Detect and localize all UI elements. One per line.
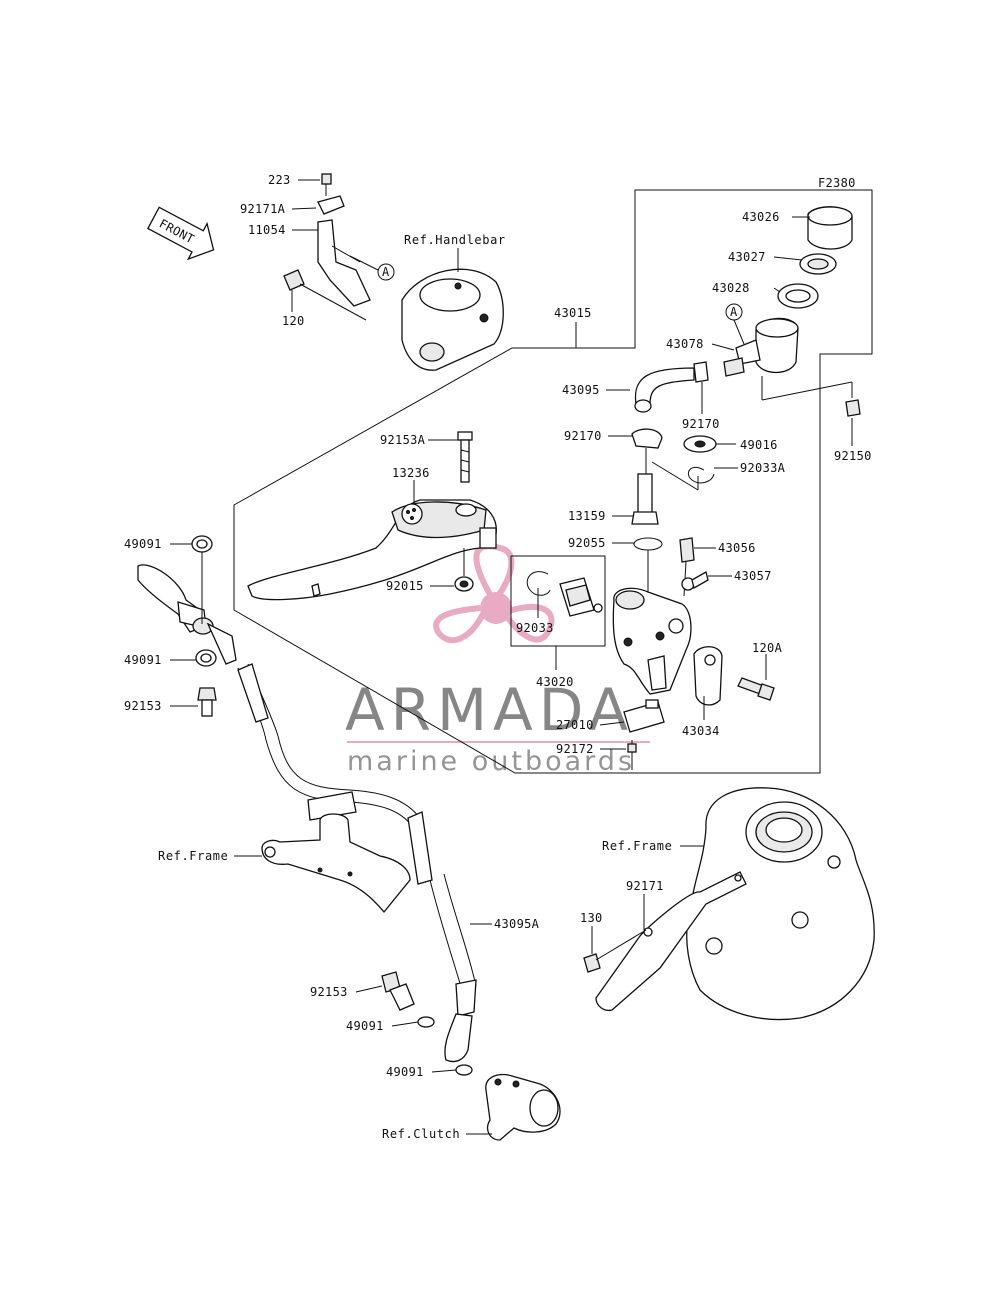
label-92015: 92015 (386, 579, 424, 593)
label-ref-handlebar: Ref.Handlebar (404, 233, 506, 247)
label-13236: 13236 (392, 466, 430, 480)
propeller-logo (433, 543, 555, 644)
watermark-tagline: marine outboards (347, 746, 635, 777)
label-92150: 92150 (834, 449, 872, 463)
label-43095A: 43095A (494, 917, 540, 931)
label-ref-frame-left: Ref.Frame (158, 849, 228, 863)
frame-right (583, 787, 875, 1021)
label-130: 130 (580, 911, 603, 925)
label-49091-b: 49091 (124, 653, 162, 667)
marker-a-right: A (730, 305, 738, 319)
frame-left (261, 813, 411, 914)
label-27010: 27010 (556, 718, 594, 732)
label-43027: 43027 (728, 250, 766, 264)
label-223: 223 (268, 173, 291, 187)
clutch-unit (485, 1073, 561, 1141)
diagram-code: F2380 (818, 176, 856, 190)
label-92172: 92172 (556, 742, 594, 756)
part-labels: 223 92171A 11054 120 Ref.Handlebar 43015… (124, 173, 872, 1141)
propeller-hub (480, 592, 512, 624)
label-ref-frame-right: Ref.Frame (602, 839, 672, 853)
handlebar-clamp-group: A (283, 173, 504, 371)
left-hardware (191, 535, 473, 1076)
hose-group (137, 564, 477, 1063)
label-92170-upper: 92170 (682, 417, 720, 431)
label-92171: 92171 (626, 879, 664, 893)
label-43078: 43078 (666, 337, 704, 351)
label-43020: 43020 (536, 675, 574, 689)
label-92033: 92033 (516, 621, 554, 635)
marker-a-left: A (382, 265, 390, 279)
label-92153A: 92153A (380, 433, 426, 447)
label-92170-lower: 92170 (564, 429, 602, 443)
label-92055: 92055 (568, 536, 606, 550)
label-11054: 11054 (248, 223, 286, 237)
label-13159: 13159 (568, 509, 606, 523)
master-cylinder-group (612, 428, 775, 770)
label-43026: 43026 (742, 210, 780, 224)
label-120: 120 (282, 314, 305, 328)
label-92153-lower: 92153 (310, 985, 348, 999)
watermark-brand: ARMADA (345, 676, 634, 744)
label-120A: 120A (752, 641, 783, 655)
label-49091-c: 49091 (346, 1019, 384, 1033)
label-49016: 49016 (740, 438, 778, 452)
label-43056: 43056 (718, 541, 756, 555)
leader-lines (170, 179, 853, 1135)
label-92033A: 92033A (740, 461, 786, 475)
lever-group (247, 431, 497, 601)
label-43095: 43095 (562, 383, 600, 397)
front-arrow: FRONT (146, 206, 215, 261)
label-43057: 43057 (734, 569, 772, 583)
subassembly-box-43020 (510, 555, 606, 647)
piston-group (526, 571, 603, 617)
label-43015: 43015 (554, 306, 592, 320)
watermark: ARMADA marine outboards (345, 543, 650, 777)
reservoir-group: A (634, 206, 861, 417)
label-43028: 43028 (712, 281, 750, 295)
label-49091-a: 49091 (124, 537, 162, 551)
label-92171A: 92171A (240, 202, 286, 216)
label-43034: 43034 (682, 724, 720, 738)
label-92153-left: 92153 (124, 699, 162, 713)
assembly-outline-43015 (233, 189, 873, 774)
label-49091-d: 49091 (386, 1065, 424, 1079)
label-ref-clutch: Ref.Clutch (382, 1127, 460, 1141)
